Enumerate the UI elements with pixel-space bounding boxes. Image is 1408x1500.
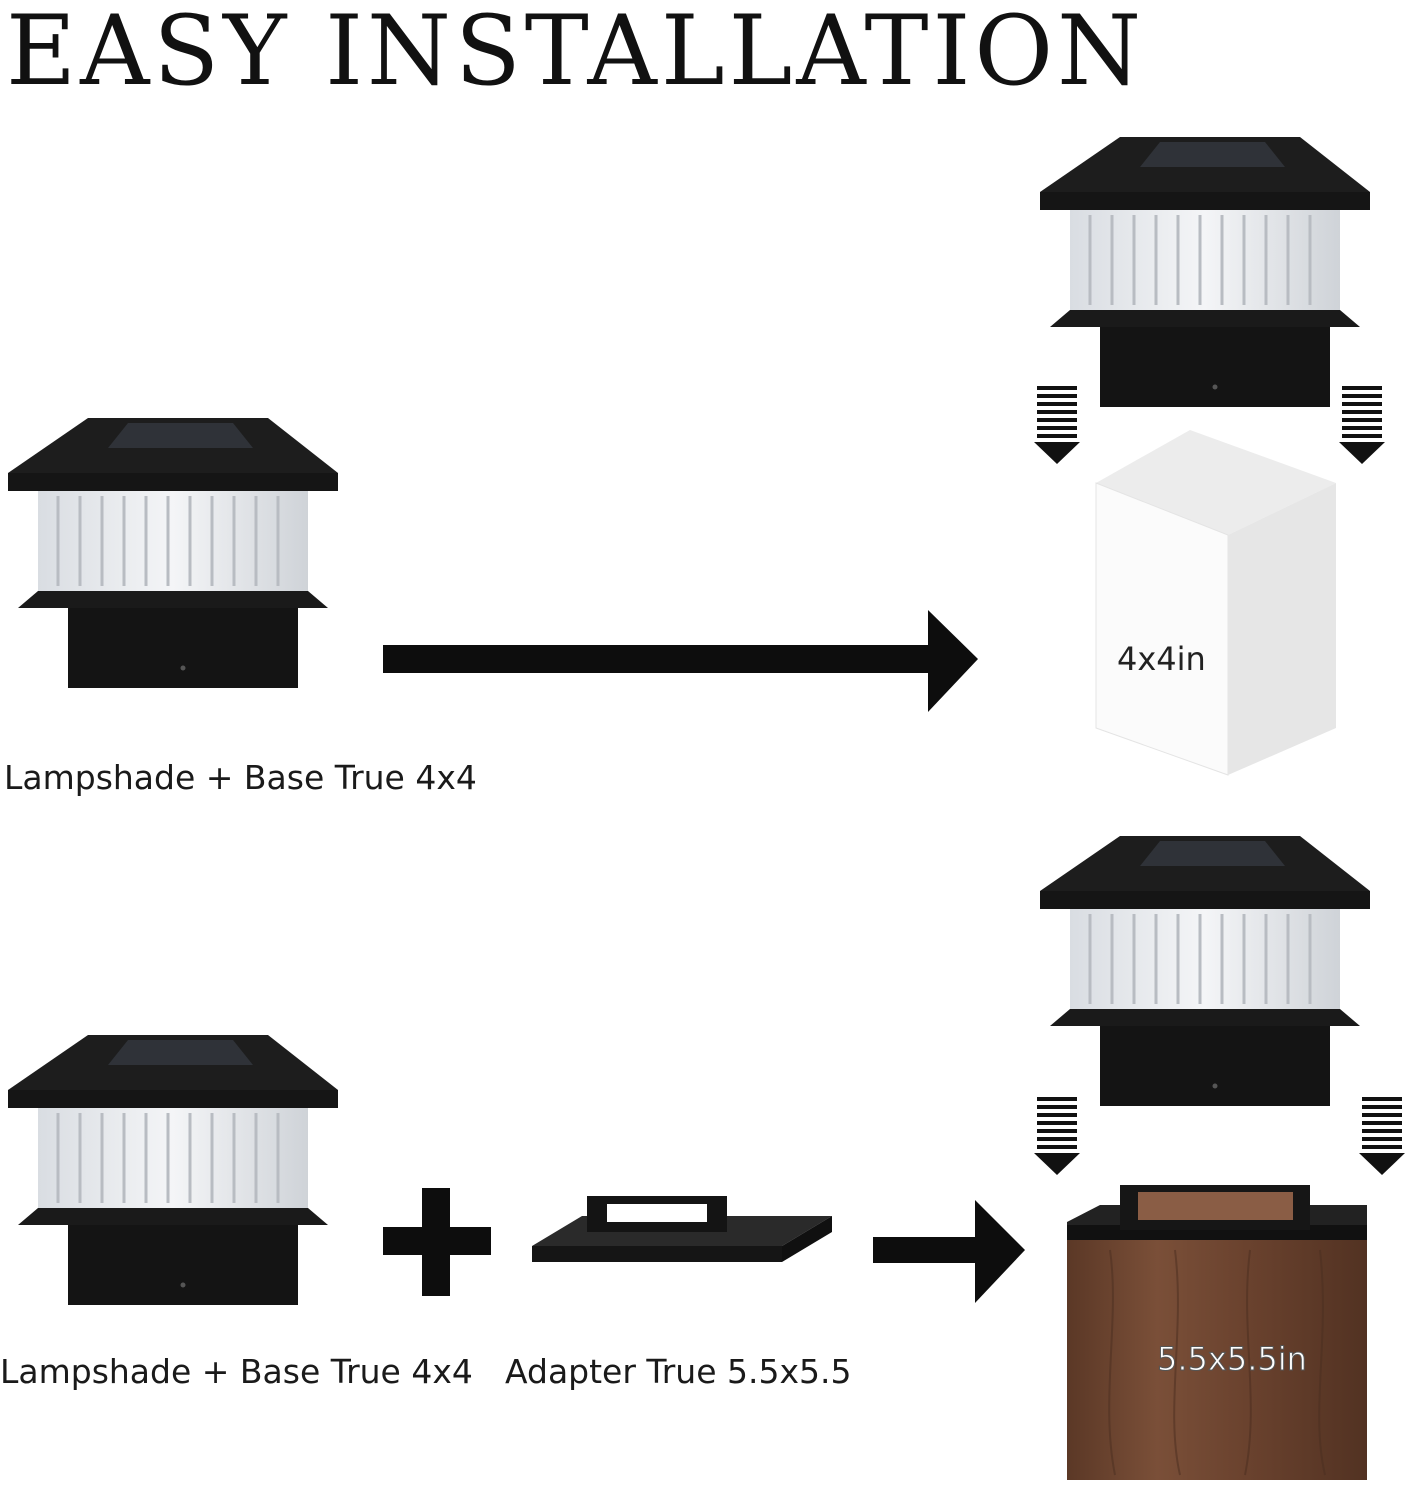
- down-arrow-icon: [1359, 1097, 1405, 1175]
- adapter-caption: Adapter True 5.5x5.5: [505, 1352, 852, 1391]
- down-arrow-icon: [1339, 386, 1385, 464]
- white-post-size-label: 4x4in: [1117, 640, 1206, 678]
- page-title: EASY INSTALLATION: [6, 0, 1146, 107]
- solar-post-cap-light-icon: [6, 416, 340, 690]
- right-arrow-icon: [873, 1200, 1025, 1303]
- down-arrow-icon: [1034, 1097, 1080, 1175]
- white-post-icon: [1095, 430, 1336, 776]
- lampshade-base-caption: Lampshade + Base True 4x4: [0, 1352, 473, 1391]
- right-arrow-icon: [383, 610, 978, 712]
- post-adapter-icon: [532, 1196, 832, 1262]
- plus-icon: [383, 1188, 491, 1296]
- lampshade-base-caption: Lampshade + Base True 4x4: [4, 758, 477, 797]
- wood-post-size-label: 5.5x5.5in: [1157, 1340, 1308, 1379]
- down-arrow-icon: [1034, 386, 1080, 464]
- solar-post-cap-light-icon: [1038, 834, 1372, 1108]
- solar-post-cap-light-icon: [1038, 135, 1372, 409]
- solar-post-cap-light-icon: [6, 1033, 340, 1307]
- wood-post-icon: [1067, 1185, 1367, 1480]
